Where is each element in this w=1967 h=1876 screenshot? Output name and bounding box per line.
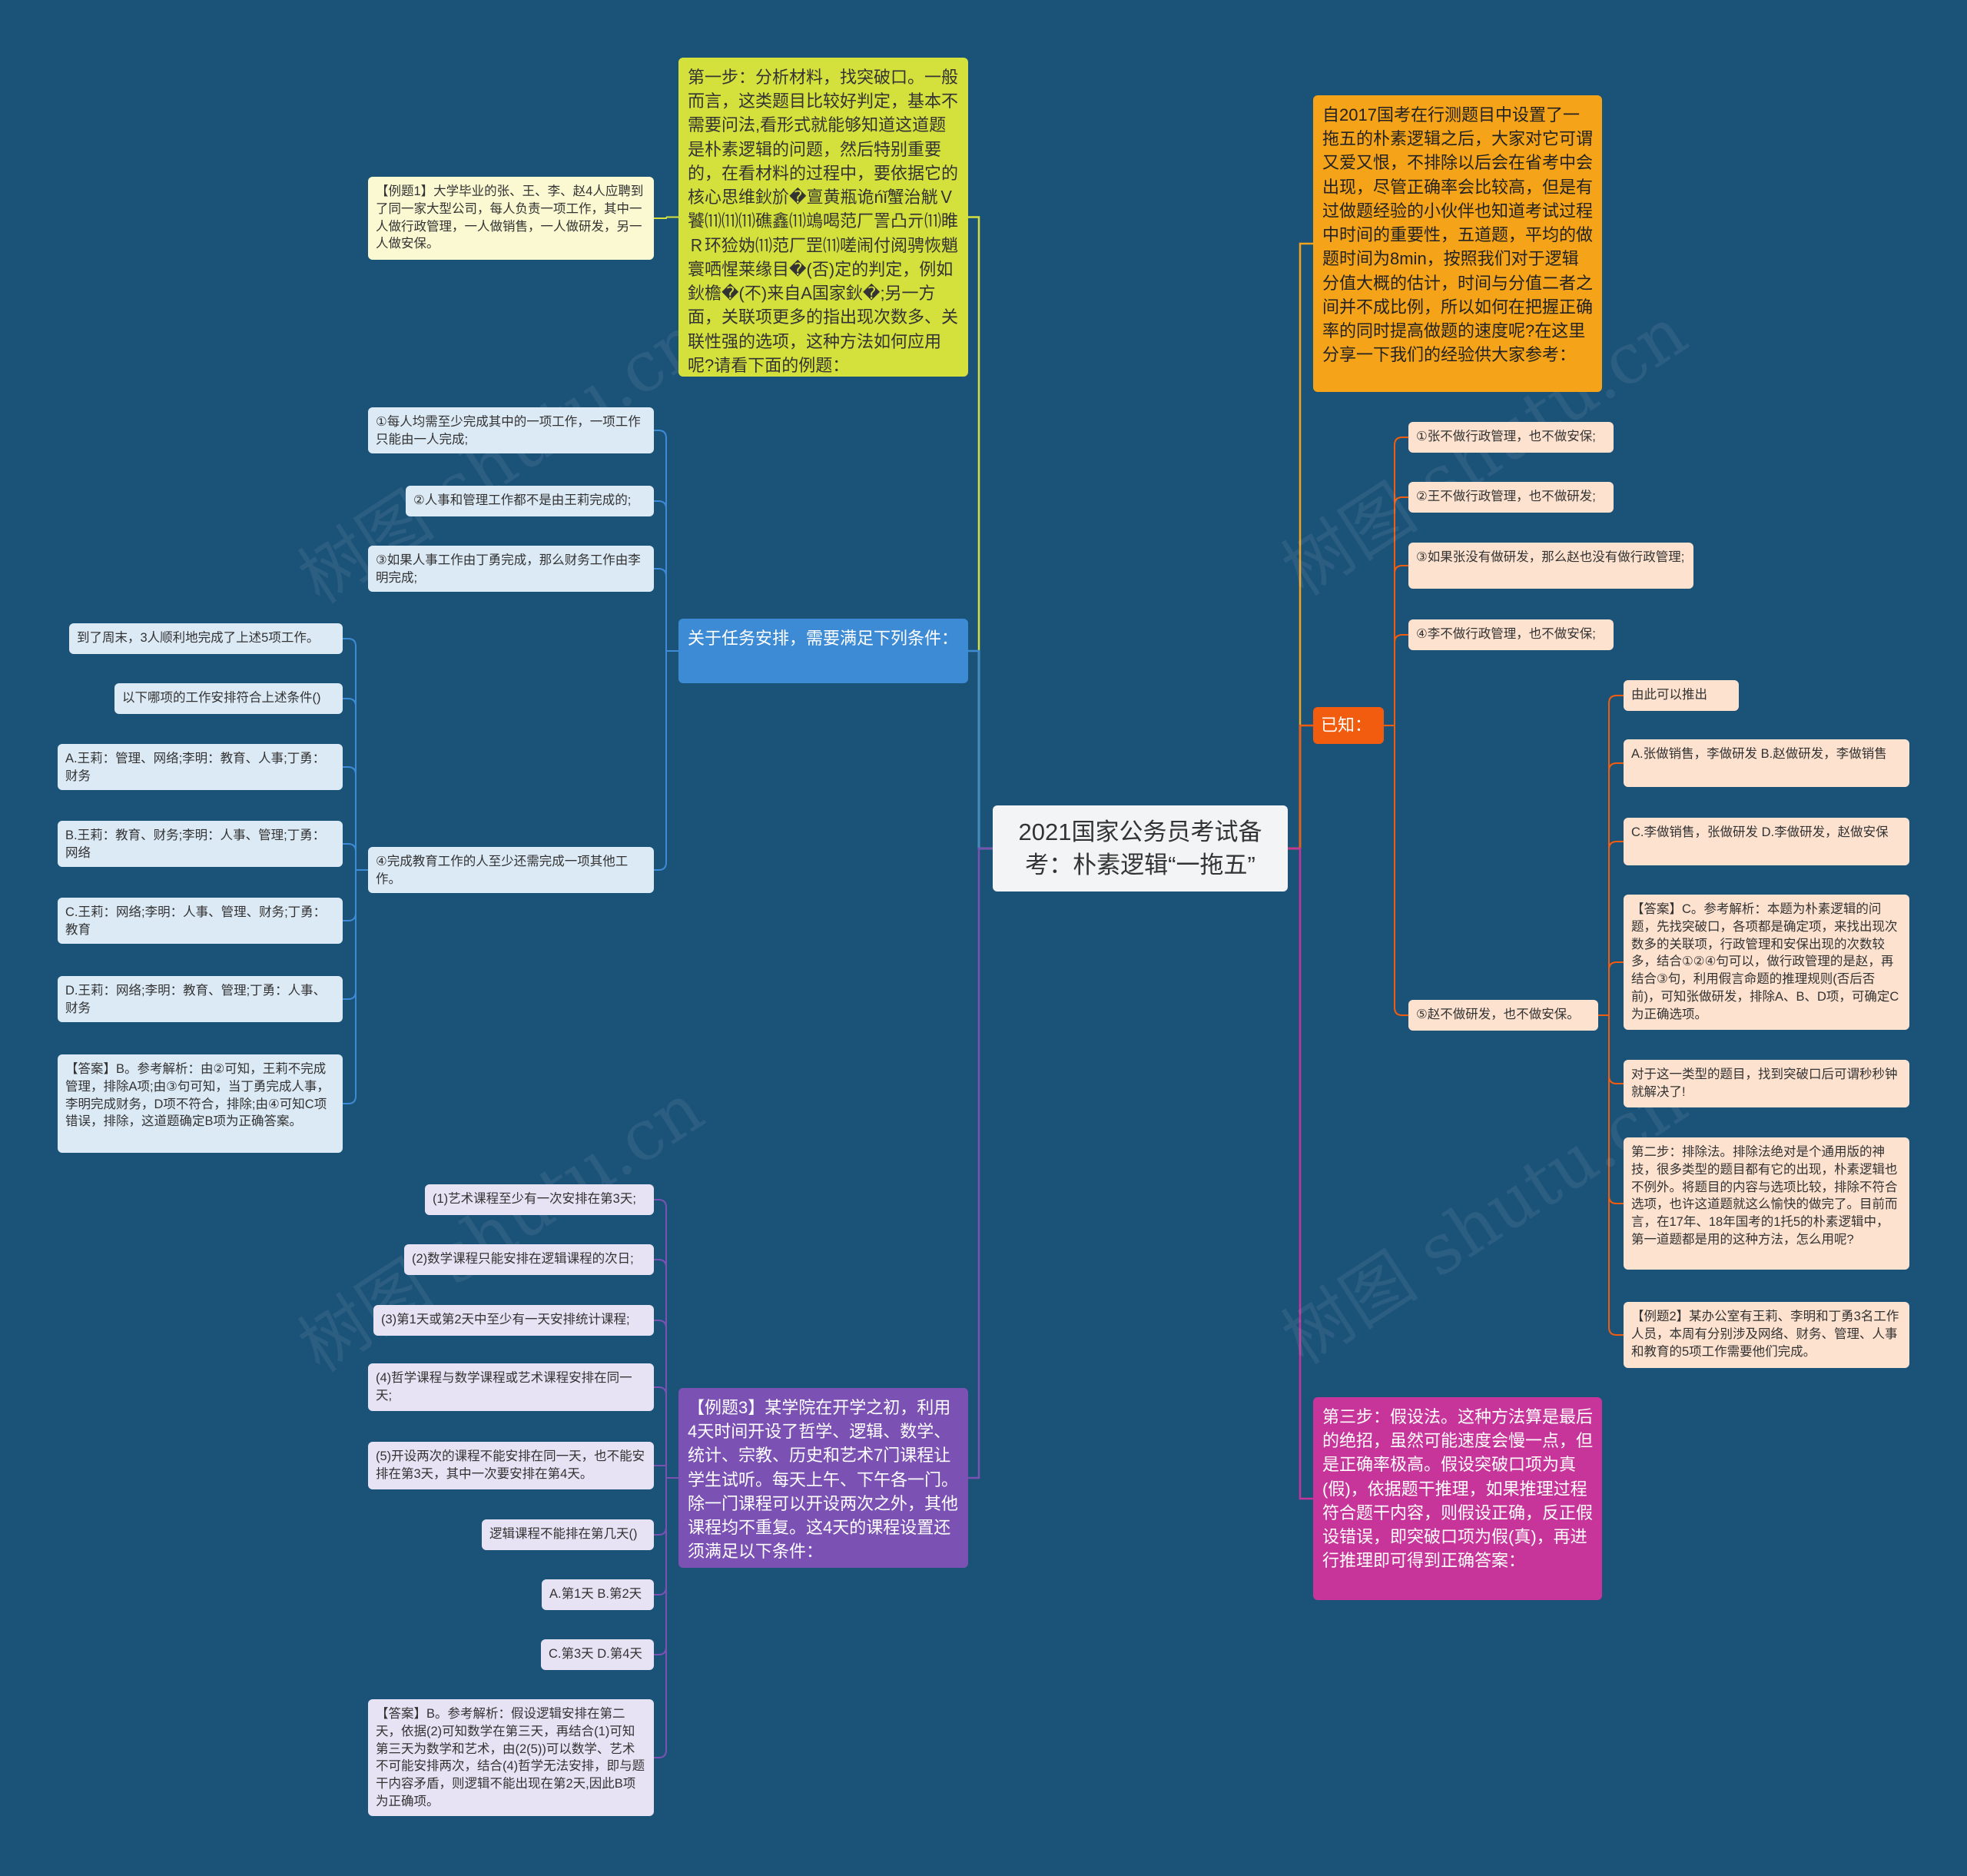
connector-line	[654, 1478, 667, 1758]
example2-node[interactable]: 【例题2】某办公室有王莉、李明和丁勇3名工作人员，本周有分别涉及网络、财务、管理…	[1624, 1302, 1909, 1368]
example1-node[interactable]: 【例题1】大学毕业的张、王、李、赵4人应聘到了同一家大型公司，每人负责一项工作，…	[368, 177, 654, 260]
answer-node[interactable]: 【答案】B。参考解析：假设逻辑安排在第二天，依据(2)可知数学在第三天，再结合(…	[368, 1699, 654, 1816]
connector-line	[1608, 1015, 1624, 1336]
option-node[interactable]: A.张做销售，李做研发 B.赵做研发，李做销售	[1624, 739, 1909, 787]
connector-line	[343, 870, 357, 921]
connector-line	[654, 430, 667, 651]
connector-line	[1608, 1015, 1624, 1204]
option-node[interactable]: C.第3天 D.第4天	[541, 1639, 654, 1670]
condition-node[interactable]: (5)开设两次的课程不能安排在同一天，也不能安排在第3天，其中一次要安排在第4天…	[368, 1442, 654, 1489]
connector-line	[654, 1478, 667, 1536]
condition-node[interactable]: ⑤赵不做研发，也不做安保。	[1408, 1000, 1598, 1031]
connector-line	[1394, 725, 1408, 1016]
condition-node[interactable]: ②王不做行政管理，也不做研发;	[1408, 482, 1614, 513]
condition-node[interactable]: (3)第1天或第2天中至少有一天安排统计课程;	[373, 1305, 654, 1336]
connector-line	[1394, 565, 1408, 725]
option-node[interactable]: A.王莉：管理、网络;李明：教育、人事;丁勇：财务	[58, 744, 343, 790]
condition-node[interactable]: ③如果张没有做研发，那么赵也没有做行政管理;	[1408, 543, 1693, 589]
root-topic[interactable]: 2021国家公务员考试备考：朴素逻辑“一拖五”	[993, 805, 1288, 892]
connector-line	[1288, 724, 1313, 850]
example3-topic[interactable]: 【例题3】某学院在开学之初，利用4天时间开设了哲学、逻辑、数学、统计、宗教、历史…	[678, 1388, 968, 1568]
sub-node[interactable]: 到了周末，3人顺利地完成了上述5项工作。	[69, 623, 343, 654]
condition-node[interactable]: ④李不做行政管理，也不做安保;	[1408, 619, 1614, 650]
condition-node[interactable]: ②人事和管理工作都不是由王莉完成的;	[406, 486, 654, 516]
connector-line	[968, 847, 993, 1479]
connector-line	[654, 1478, 667, 1655]
connector-line	[343, 698, 357, 870]
connector-line	[1608, 762, 1624, 1015]
condition-node[interactable]: ③如果人事工作由丁勇完成，那么财务工作由李明完成;	[368, 546, 654, 592]
connector-line	[654, 217, 667, 219]
connector-line	[343, 766, 357, 870]
intro-topic[interactable]: 自2017国考在行测题目中设置了一拖五的朴素逻辑之后，大家对它可谓又爱又恨，不排…	[1313, 95, 1602, 392]
sub-node[interactable]: 由此可以推出	[1624, 680, 1739, 711]
connector-line	[1608, 695, 1624, 1015]
connector-line	[1394, 437, 1408, 725]
step2-node[interactable]: 第二步：排除法。排除法绝对是个通用版的神技，很多类型的题目都有它的出现，朴素逻辑…	[1624, 1137, 1909, 1270]
connector-line	[654, 651, 667, 871]
connector-line	[1608, 961, 1624, 1015]
connector-line	[654, 568, 667, 651]
condition-node[interactable]: (1)艺术课程至少有一次安排在第3天;	[425, 1184, 654, 1215]
connector-line	[654, 1478, 667, 1595]
connector-line	[654, 1259, 667, 1478]
connector-line	[343, 870, 357, 1000]
connector-line	[343, 843, 357, 870]
connector-line	[1608, 1015, 1624, 1084]
answer-node[interactable]: 【答案】B。参考解析：由②可知，王莉不完成管理，排除A项;由③句可知，当丁勇完成…	[58, 1054, 343, 1153]
connector-line	[343, 870, 357, 1104]
connector-line	[1394, 496, 1408, 725]
option-node[interactable]: B.王莉：教育、财务;李明：人事、管理;丁勇：网络	[58, 821, 343, 867]
note-node[interactable]: 对于这一类型的题目，找到突破口后可谓秒秒钟就解决了!	[1624, 1060, 1909, 1107]
connector-line	[654, 500, 667, 651]
step1-topic[interactable]: 第一步：分析材料，找突破口。一般而言，这类题目比较好判定，基本不需要问法,看形式…	[678, 58, 968, 377]
connector-line	[968, 216, 993, 850]
option-node[interactable]: D.王莉：网络;李明：教育、管理;丁勇：人事、财务	[58, 976, 343, 1022]
option-node[interactable]: C.王莉：网络;李明：人事、管理、财务;丁勇：教育	[58, 898, 343, 944]
connector-line	[654, 1386, 667, 1478]
question-node[interactable]: 以下哪项的工作安排符合上述条件()	[114, 683, 343, 714]
connector-line	[1288, 847, 1313, 1500]
connector-line	[654, 1465, 667, 1478]
condition-node[interactable]: (4)哲学课程与数学课程或艺术课程安排在同一天;	[368, 1363, 654, 1411]
answer-node[interactable]: 【答案】C。参考解析：本题为朴素逻辑的问题，先找突破口，各项都是确定项，来找出现…	[1624, 895, 1909, 1030]
step3-topic[interactable]: 第三步：假设法。这种方法算是最后的绝招，虽然可能速度会慢一点，但是正确率极高。假…	[1313, 1397, 1602, 1600]
option-node[interactable]: C.李做销售，张做研发 D.李做研发，赵做安保	[1624, 818, 1909, 865]
connector-line	[968, 649, 993, 850]
condition-node[interactable]: ④完成教育工作的人至少还需完成一项其他工作。	[368, 847, 654, 893]
condition-node[interactable]: ①张不做行政管理，也不做安保;	[1408, 422, 1614, 453]
task-conditions-topic[interactable]: 关于任务安排，需要满足下列条件：	[678, 619, 968, 683]
condition-node[interactable]: ①每人均需至少完成其中的一项工作，一项工作只能由一人完成;	[368, 407, 654, 453]
option-node[interactable]: A.第1天 B.第2天	[542, 1579, 654, 1610]
connector-line	[1608, 841, 1624, 1015]
condition-node[interactable]: (2)数学课程只能安排在逻辑课程的次日;	[404, 1244, 654, 1275]
connector-line	[1394, 634, 1408, 725]
connector-line	[343, 638, 357, 870]
connector-line	[654, 1320, 667, 1478]
question-node[interactable]: 逻辑课程不能排在第几天()	[482, 1519, 654, 1550]
known-topic[interactable]: 已知：	[1313, 707, 1384, 744]
connector-line	[654, 1199, 667, 1478]
